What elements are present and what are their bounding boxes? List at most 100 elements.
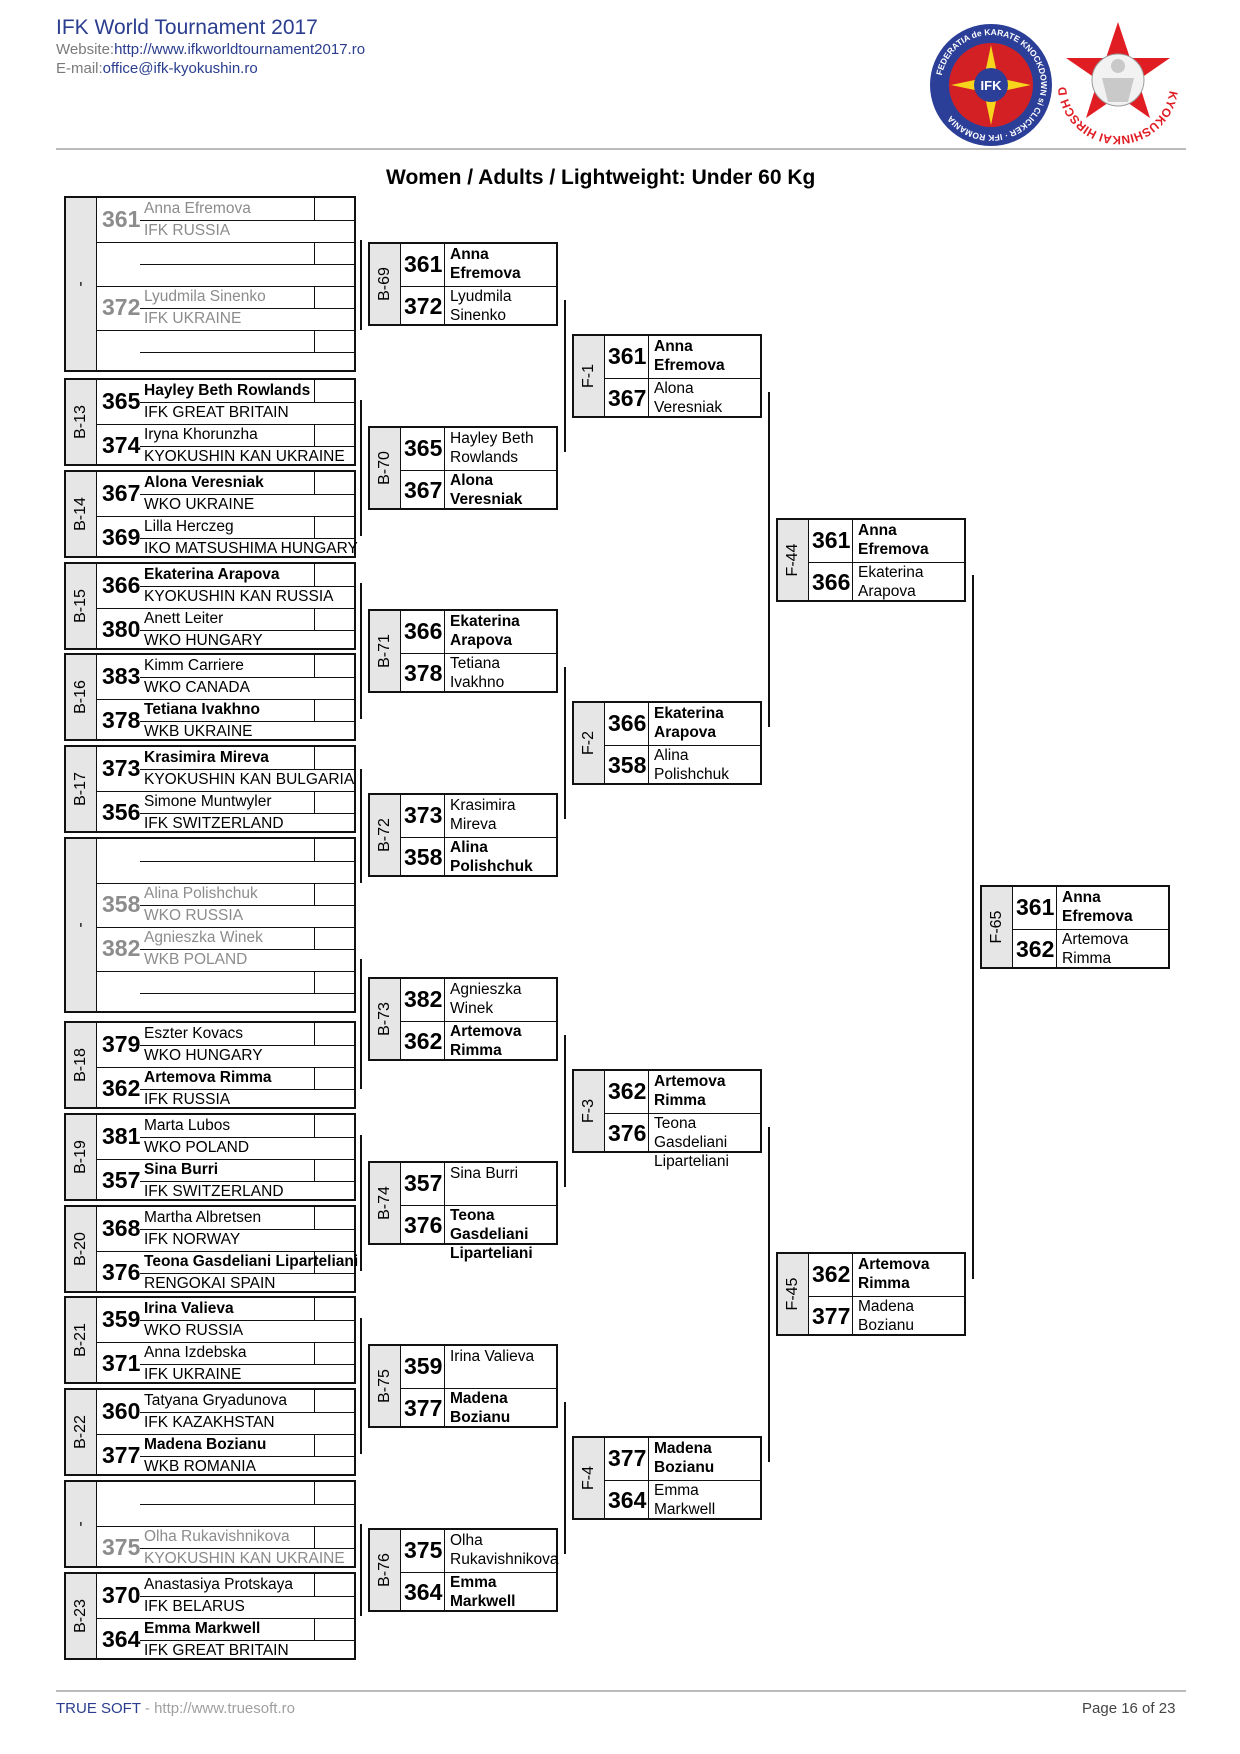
connector-r1 [360,583,362,719]
competitor-number: 377 [608,1445,647,1471]
row-divider [400,470,556,471]
row-divider [96,699,354,700]
competitor-name: Tetiana Ivakhno [144,701,260,718]
competitor-name: Krasimira Mireva [450,797,516,833]
match-label: B-70 [370,428,401,508]
competitor-number: 378 [102,707,141,733]
connector-r1 [360,769,362,883]
competitor-club: IFK BELARUS [144,1598,245,1615]
row-half-divider [140,1089,354,1090]
score-cell-divider [314,971,315,993]
competitor-name: Irina Valieva [144,1300,234,1317]
number-column-divider [444,1530,445,1610]
competitor-number: 362 [404,1028,443,1054]
competitor-name: Anna Efremova [654,338,725,374]
competitor-name: Sina Burri [144,1161,219,1178]
competitor-name: Teona Gasdeliani Liparteliani [144,1253,359,1270]
competitor-name: Lyudmila Sinenko [144,288,266,305]
number-column-divider [648,336,649,416]
match-label-text: B-22 [72,1415,89,1449]
score-cell-divider [314,1159,315,1181]
connector-r4 [972,575,974,1279]
match-label: F-45 [778,1254,809,1334]
competitor-number: 366 [812,569,851,595]
competitor-name: Lyudmila Sinenko [450,288,512,324]
competitor-number: 358 [404,844,443,870]
row-divider [400,837,556,838]
page-number: Page 16 of 23 [1082,1700,1176,1717]
competitor-club: IFK KAZAKHSTAN [144,1414,275,1431]
competitor-club: KYOKUSHIN KAN UKRAINE [144,448,345,465]
competitor-number: 381 [102,1123,141,1149]
row-divider [808,1296,964,1297]
competitor-number: 362 [1016,936,1055,962]
score-cell-divider [314,472,315,494]
competitor-number: 378 [404,660,443,686]
competitor-number: 365 [404,435,443,461]
competitor-name: Agnieszka Winek [144,929,263,946]
competitor-name: Tatyana Gryadunova [144,1392,288,1409]
competitor-number: 372 [102,294,141,320]
row-half-divider [140,1229,354,1230]
competitor-club: KYOKUSHIN KAN UKRAINE [144,1550,345,1567]
competitor-number: 367 [608,385,647,411]
connector-r2 [564,667,566,819]
competitor-number: 360 [102,1398,141,1424]
competitor-number: 364 [102,1626,141,1652]
competitor-number: 359 [404,1353,443,1379]
row-divider [96,424,354,425]
match-label-text: B-74 [376,1186,393,1220]
row-half-divider [140,308,354,309]
number-column-divider [1056,887,1057,967]
competitor-number: 361 [102,206,141,232]
competitor-number: 366 [102,572,141,598]
match-label: B-22 [66,1390,97,1474]
competitor-number: 383 [102,663,141,689]
footer-url[interactable]: - http://www.truesoft.ro [144,1700,295,1717]
match-label-text: B-76 [376,1553,393,1587]
match-label: B-17 [66,747,97,831]
match-label-text: B-19 [72,1140,89,1174]
website-line: Website:http://www.ifkworldtournament201… [56,41,366,58]
competitor-number: 361 [608,343,647,369]
row-half-divider [140,1412,354,1413]
competitor-number: 357 [102,1167,141,1193]
competitor-name: Anett Leiter [144,610,224,627]
match-label: B-73 [370,979,401,1059]
competitor-name: Alina Polishchuk [654,747,729,783]
competitor-club: WKO RUSSIA [144,1322,244,1339]
row-divider [96,883,354,884]
connector-r2 [564,1402,566,1554]
match-label-text: - [72,922,89,928]
score-cell-divider [314,1251,315,1273]
email-link[interactable]: office@ifk-kyokushin.ro [102,60,258,77]
row-half-divider [140,1640,354,1641]
page-title: Women / Adults / Lightweight: Under 60 K… [386,166,816,189]
competitor-name: Madena Bozianu [450,1390,511,1426]
row-divider [604,1113,760,1114]
match-label-text: B-70 [376,451,393,485]
competitor-club: WKB ROMANIA [144,1458,256,1475]
competitor-number: 375 [102,1534,141,1560]
match-label: F-65 [982,887,1013,967]
row-divider [96,242,354,243]
score-cell-divider [314,655,315,677]
competitor-number: 365 [102,388,141,414]
website-link[interactable]: http://www.ifkworldtournament2017.ro [114,41,366,58]
competitor-number: 367 [102,480,141,506]
row-divider [96,1342,354,1343]
competitor-club: KYOKUSHIN KAN BULGARIA [144,771,355,788]
competitor-name: Alina Polishchuk [450,839,533,875]
row-divider [400,1388,556,1389]
score-cell-divider [314,883,315,905]
competitor-number: 377 [102,1442,141,1468]
competitor-name: Marta Lubos [144,1117,231,1134]
row-half-divider [140,1320,354,1321]
match-label: B-71 [370,611,401,691]
score-cell-divider [314,608,315,630]
